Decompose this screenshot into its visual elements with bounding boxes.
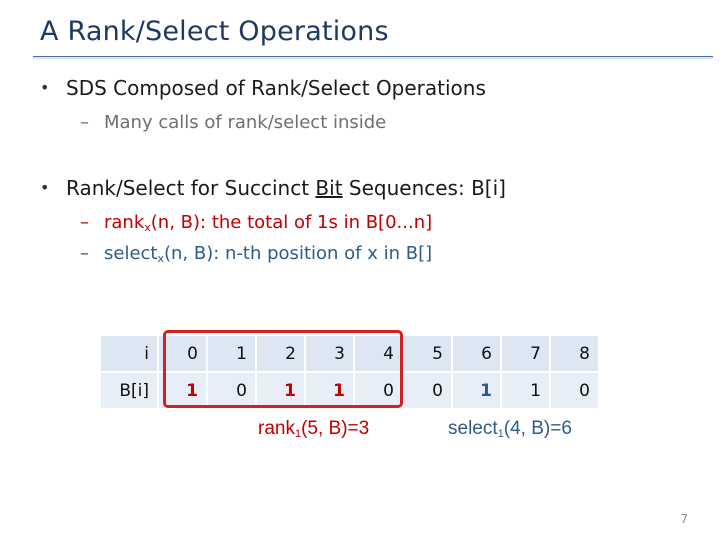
index-header: i — [101, 336, 157, 371]
bullet-1: • SDS Composed of Rank/Select Operations — [40, 76, 486, 100]
page-number: 7 — [680, 512, 688, 526]
index-cell: 6 — [453, 336, 500, 371]
index-cell: 2 — [257, 336, 304, 371]
index-cell: 3 — [306, 336, 353, 371]
select-result-label: select1(4, B)=6 — [448, 418, 572, 440]
bit-cell: 1 — [159, 373, 206, 408]
select-label-text: (4, B)=6 — [503, 418, 572, 439]
select-label-prefix: select — [448, 418, 498, 439]
rank-highlight-box — [163, 330, 403, 408]
select-def-prefix: select — [104, 243, 158, 264]
bit-cell: 0 — [404, 373, 451, 408]
bits-row: B[i] 1 0 1 1 0 0 1 1 0 — [101, 373, 598, 408]
bit-cell: 1 — [453, 373, 500, 408]
bits-header: B[i] — [101, 373, 157, 408]
bullet-marker: • — [40, 78, 50, 97]
bullet-2-underlined: Bit — [315, 176, 343, 200]
sub-marker: – — [80, 112, 89, 133]
rank-result-label: rank1(5, B)=3 — [258, 418, 369, 440]
bullet-1-sub-1: –Many calls of rank/select inside — [80, 112, 386, 133]
bullet-2-text-before: Rank/Select for Succinct — [66, 176, 316, 200]
sub-marker: – — [80, 212, 89, 233]
sub-marker: – — [80, 243, 89, 264]
select-def-subscript: x — [157, 252, 164, 265]
bullet-1-text: SDS Composed of Rank/Select Operations — [66, 76, 486, 100]
rank-def-prefix: rank — [104, 212, 145, 233]
select-def-text: (n, B): n-th position of x in B[] — [164, 243, 433, 264]
index-cell: 4 — [355, 336, 402, 371]
index-row: i 0 1 2 3 4 5 6 7 8 — [101, 336, 598, 371]
index-cell: 1 — [208, 336, 255, 371]
select-label-subscript: 1 — [497, 428, 504, 440]
title-underline — [33, 56, 713, 59]
slide-title: A Rank/Select Operations — [40, 16, 389, 47]
rank-label-subscript: 1 — [294, 428, 302, 440]
index-cell: 5 — [404, 336, 451, 371]
index-cell: 8 — [551, 336, 598, 371]
bit-cell: 0 — [551, 373, 598, 408]
bit-cell: 1 — [306, 373, 353, 408]
rank-label-text: (5, B)=3 — [301, 418, 370, 439]
rank-definition: –rankx(n, B): the total of 1s in B[0...n… — [80, 212, 432, 233]
bullet-2-text-after: Sequences: B[i] — [342, 176, 506, 200]
rank-def-text: (n, B): the total of 1s in B[0...n] — [150, 212, 433, 233]
index-cell: 0 — [159, 336, 206, 371]
bit-cell: 0 — [355, 373, 402, 408]
select-definition: –selectx(n, B): n-th position of x in B[… — [80, 243, 432, 264]
rank-def-subscript: x — [144, 221, 151, 234]
bullet-2: • Rank/Select for Succinct Bit Sequences:… — [40, 176, 506, 200]
bit-cell: 0 — [208, 373, 255, 408]
bit-cell: 1 — [257, 373, 304, 408]
rank-label-prefix: rank — [258, 418, 295, 439]
bit-cell: 1 — [502, 373, 549, 408]
bit-sequence-table: i 0 1 2 3 4 5 6 7 8 B[i] 1 0 1 1 0 0 1 1… — [99, 334, 600, 410]
index-cell: 7 — [502, 336, 549, 371]
bullet-marker: • — [40, 178, 50, 197]
bullet-1-sub-1-text: Many calls of rank/select inside — [104, 112, 387, 133]
